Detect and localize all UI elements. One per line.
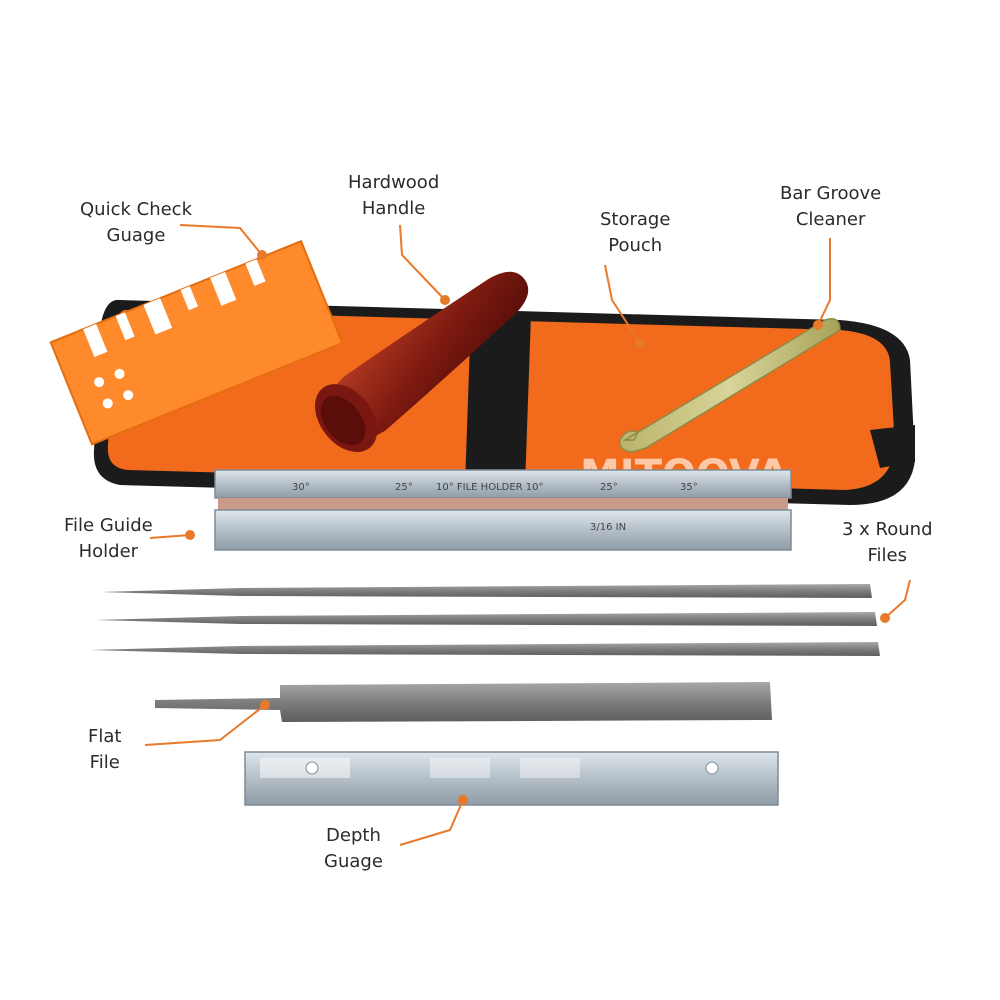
holder-size-mark: 3/16 IN [590,522,626,533]
holder-mark-30: 30° [292,482,310,493]
label-depth-gauge-line2: Guage [324,851,383,872]
label-pouch-line1: Storage [600,209,671,230]
label-handle-line2: Handle [361,198,426,219]
holder-mark-center: 10° FILE HOLDER 10° [436,482,544,493]
label-flat-file-line2: File [89,752,120,773]
label-hardwood-handle: Hardwood Handle [348,170,439,222]
holder-mark-25-left: 25° [395,482,413,493]
round-files [90,584,880,656]
callout-leaders [144,224,911,846]
label-depth-gauge-line1: Depth [326,825,381,846]
label-groove-line1: Bar Groove [780,183,882,204]
label-flat-file-line1: Flat [88,726,122,747]
label-quick-check-line1: Quick Check [80,199,192,220]
label-round-files-line2: Files [867,545,908,566]
label-file-guide-holder: File Guide Holder [64,513,153,565]
flat-file [155,682,772,722]
label-quick-check-line2: Guage [106,225,166,246]
label-quick-check-gauge: Quick Check Guage [80,197,192,249]
label-pouch-line2: Pouch [608,235,663,256]
label-file-guide-line2: Holder [78,541,139,562]
bar-groove-cleaner [619,318,841,453]
holder-mark-35: 35° [680,482,698,493]
label-bar-groove-cleaner: Bar Groove Cleaner [780,181,881,233]
label-file-guide-line1: File Guide [64,515,153,536]
label-storage-pouch: Storage Pouch [600,207,670,259]
hardwood-handle [315,271,529,453]
label-depth-gauge: Depth Guage [324,823,383,875]
label-round-files: 3 x Round Files [842,517,933,569]
depth-gauge [244,751,779,806]
file-guide-holder: 30° 25° 10° FILE HOLDER 10° 25° 35° 3/16… [214,469,792,551]
label-round-files-line1: 3 x Round [842,519,933,540]
label-groove-line2: Cleaner [795,209,866,230]
holder-mark-25-right: 25° [600,482,618,493]
label-handle-line1: Hardwood [348,172,440,193]
label-flat-file: Flat File [88,724,121,776]
quick-check-gauge [49,239,344,446]
